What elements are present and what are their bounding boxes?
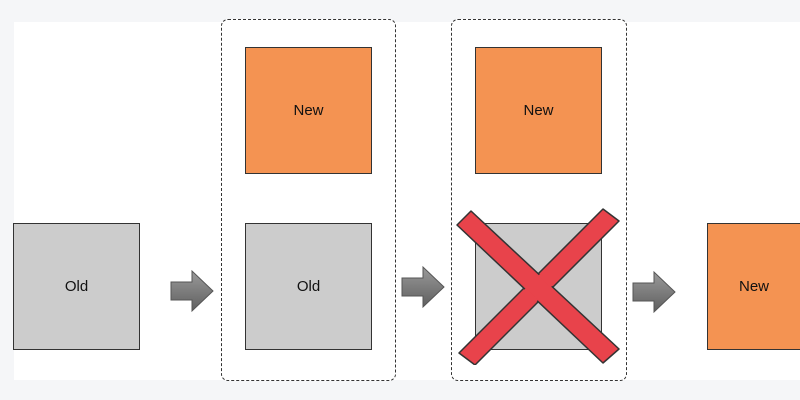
new-box-label: New <box>293 102 324 119</box>
old-box-label: Old <box>296 278 321 295</box>
new-box-kept: New <box>475 47 602 174</box>
new-box-final: New <box>707 223 800 350</box>
right-arrow-icon <box>170 269 214 313</box>
new-box-label: New <box>523 102 554 119</box>
old-box-kept: Old <box>245 223 372 350</box>
new-box-added: New <box>245 47 372 174</box>
right-arrow-icon <box>401 265 445 309</box>
diagram-background <box>14 22 800 380</box>
old-box-label: Old <box>64 278 89 295</box>
right-arrow-icon <box>632 270 676 314</box>
cross-icon <box>456 208 620 365</box>
new-box-label: New <box>738 278 769 295</box>
old-box-initial: Old <box>13 223 140 350</box>
